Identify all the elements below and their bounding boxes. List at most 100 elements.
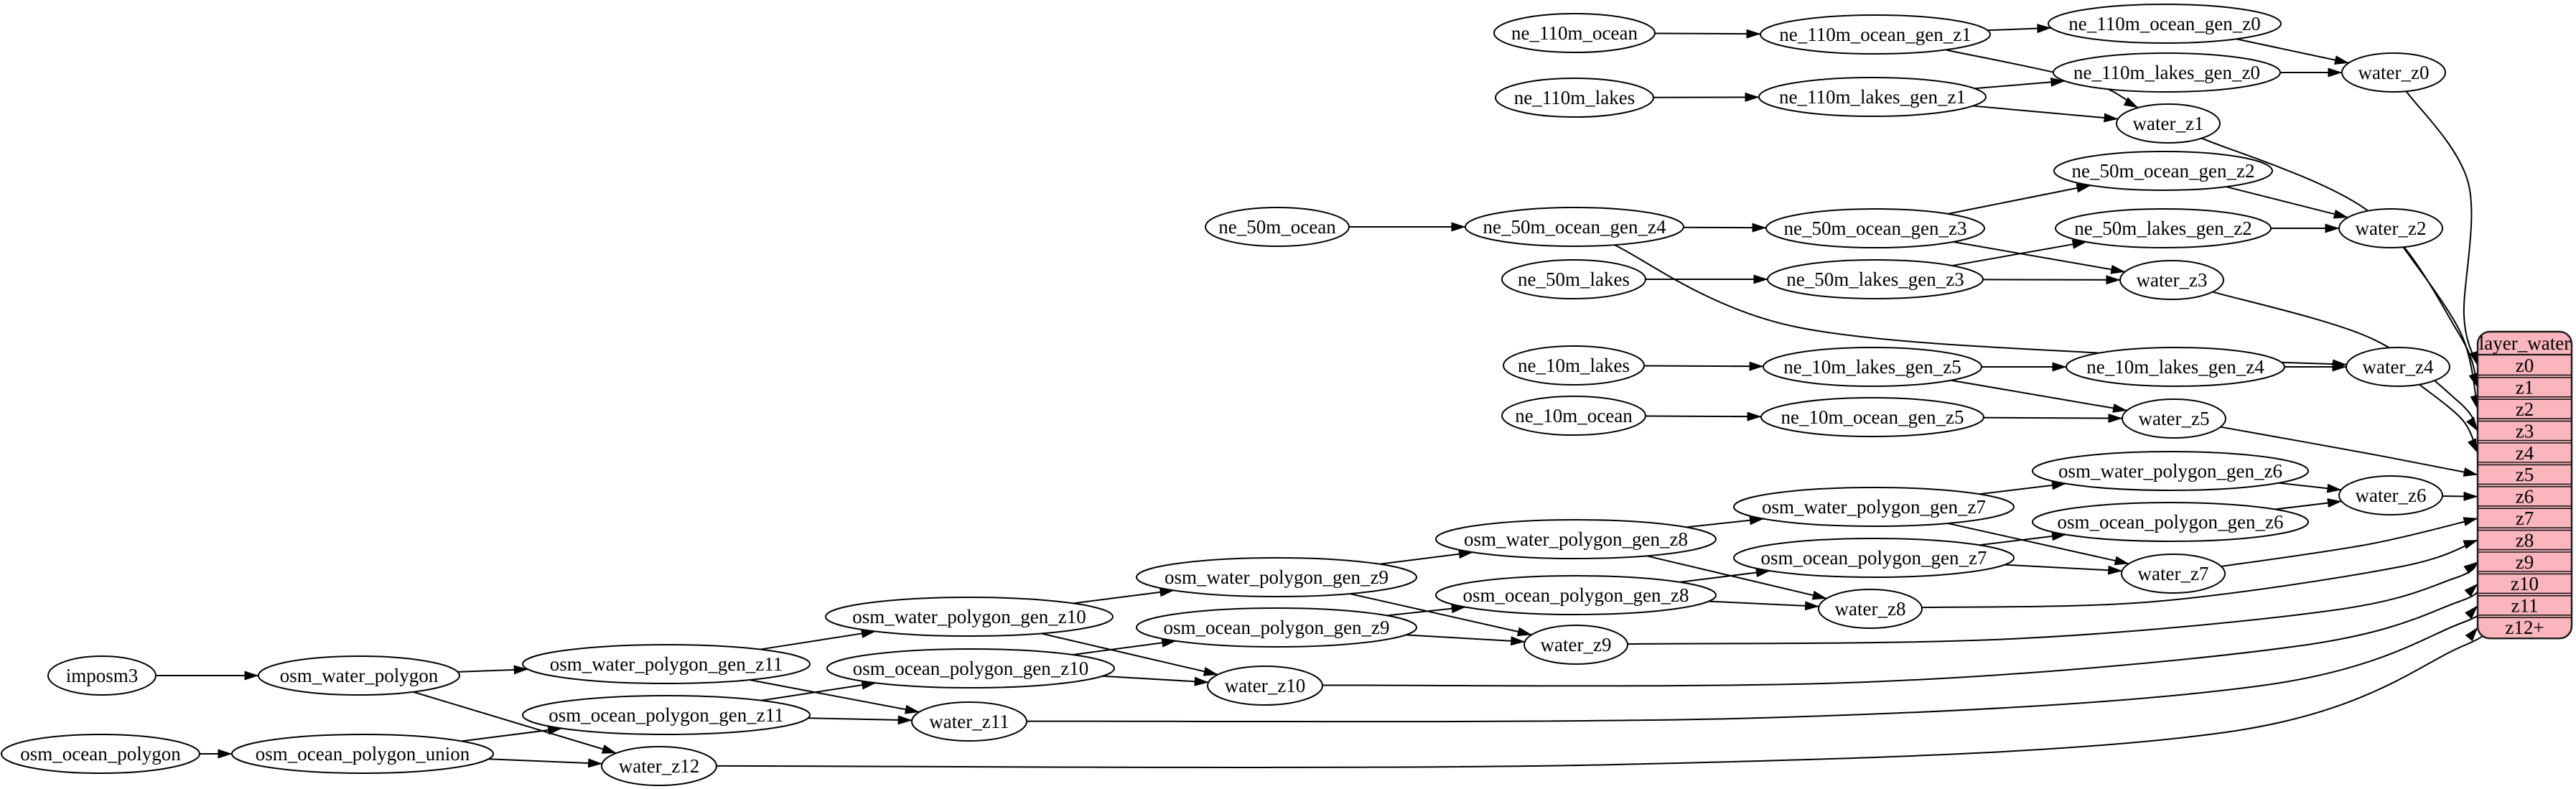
- osm_ocean_polygon_gen_z6-label: osm_ocean_polygon_gen_z6: [2058, 511, 2284, 533]
- osm_ocean_polygon_gen_z6-ellipse: [2032, 502, 2309, 542]
- node-ne_50m_ocean: ne_50m_ocean: [1205, 207, 1350, 247]
- edge-osm_ocean_polygon_gen_z9-to-osm_ocean_polygon_gen_z8: [1386, 604, 1466, 617]
- ne_50m_ocean_gen_z3-ellipse: [1765, 208, 1985, 248]
- node-water_z8: water_z8: [1818, 589, 1923, 629]
- ne_10m_lakes_gen_z4-label: ne_10m_lakes_gen_z4: [2086, 356, 2264, 378]
- osm_ocean_polygon_gen_z10-ellipse: [826, 648, 1115, 688]
- edge-water_z6-to-layer_water-z6: [2442, 491, 2478, 501]
- node-ne_110m_lakes: ne_110m_lakes: [1495, 78, 1654, 118]
- ne_50m_ocean_gen_z4-ellipse: [1465, 207, 1684, 247]
- osm_water_polygon_gen_z7-label: osm_water_polygon_gen_z7: [1762, 496, 1986, 518]
- osm_ocean_polygon_gen_z7-label: osm_ocean_polygon_gen_z7: [1761, 547, 1987, 569]
- node-water_z5: water_z5: [2122, 398, 2226, 439]
- edge-water_z10-to-layer_water-z10: [1322, 583, 2480, 687]
- node-ne_10m_lakes_gen_z5: ne_10m_lakes_gen_z5: [1763, 347, 1982, 387]
- osm_water_polygon-label: osm_water_polygon: [280, 665, 439, 686]
- water_z5-label: water_z5: [2139, 408, 2210, 429]
- ne_110m_ocean_gen_z1-ellipse: [1760, 14, 1991, 55]
- ne_110m_lakes_gen_z1-label: ne_110m_lakes_gen_z1: [1779, 86, 1966, 108]
- edge-ne_50m_ocean_gen_z3-to-ne_50m_ocean_gen_z2: [1947, 183, 2091, 215]
- edge-osm_ocean_polygon_gen_z7-to-osm_ocean_polygon_gen_z6: [1979, 531, 2066, 546]
- osm_water_polygon_gen_z10-label: osm_water_polygon_gen_z10: [852, 606, 1086, 627]
- edge-osm_water_polygon_gen_z10-to-osm_water_polygon_gen_z9: [1073, 587, 1175, 604]
- osm_water_polygon-ellipse: [258, 655, 460, 696]
- water_z1-label: water_z1: [2133, 113, 2204, 134]
- node-osm_water_polygon: osm_water_polygon: [258, 655, 460, 696]
- osm_ocean_polygon_gen_z9-ellipse: [1136, 607, 1417, 648]
- edge-osm_ocean_polygon_gen_z9-to-water_z9: [1406, 634, 1526, 646]
- edge-ne_10m_lakes_gen_z5-to-water_z5: [1951, 379, 2128, 413]
- water_z9-ellipse: [1523, 625, 1628, 665]
- node-osm_ocean_polygon_gen_z6: osm_ocean_polygon_gen_z6: [2032, 502, 2309, 542]
- osm_water_polygon_gen_z8-ellipse: [1435, 519, 1717, 559]
- edge-water_z7-to-layer_water-z7: [2221, 517, 2478, 567]
- node-osm_water_polygon_gen_z7: osm_water_polygon_gen_z7: [1733, 487, 2015, 527]
- node-water_z11: water_z11: [911, 701, 1027, 742]
- node-osm_water_polygon_gen_z9: osm_water_polygon_gen_z9: [1136, 557, 1417, 597]
- edge-osm_water_polygon_gen_z11-to-osm_water_polygon_gen_z10: [760, 629, 876, 650]
- ne_50m_ocean_gen_z2-ellipse: [2053, 151, 2273, 191]
- edge-osm_ocean_polygon_gen_z8-to-water_z8: [1708, 600, 1820, 611]
- ne_110m_ocean_gen_z0-ellipse: [2048, 4, 2282, 44]
- edge-osm_ocean_polygon_gen_z10-to-water_z10: [1102, 675, 1209, 686]
- edge-osm_water_polygon_gen_z7-to-osm_water_polygon_gen_z6: [1979, 480, 2066, 495]
- osm_water_polygon_gen_z6-label: osm_water_polygon_gen_z6: [2058, 460, 2282, 482]
- table-row-z7: z7: [2516, 508, 2534, 529]
- node-osm_ocean_polygon_gen_z7: osm_ocean_polygon_gen_z7: [1733, 538, 2015, 578]
- node-water_z0: water_z0: [2341, 52, 2446, 93]
- node-osm_water_polygon_gen_z11: osm_water_polygon_gen_z11: [522, 644, 811, 684]
- node-water_z1: water_z1: [2116, 103, 2221, 144]
- node-ne_50m_ocean_gen_z3: ne_50m_ocean_gen_z3: [1765, 208, 1985, 248]
- edge-ne_110m_lakes_gen_z1-to-ne_110m_lakes_gen_z0: [1974, 77, 2066, 90]
- edge-osm_ocean_polygon_gen_z6-to-water_z6: [2274, 498, 2342, 510]
- osm_water_polygon_gen_z6-ellipse: [2032, 451, 2309, 491]
- osm_water_polygon_gen_z8-label: osm_water_polygon_gen_z8: [1464, 528, 1688, 550]
- edge-water_z5-to-layer_water-z5: [2220, 426, 2478, 477]
- ne_50m_ocean_gen_z3-label: ne_50m_ocean_gen_z3: [1784, 218, 1967, 239]
- ne_10m_ocean_gen_z5-ellipse: [1760, 397, 1984, 437]
- osm_water_polygon_gen_z10-ellipse: [825, 597, 1114, 637]
- water_z11-ellipse: [911, 701, 1027, 742]
- ne_50m_lakes_gen_z3-label: ne_50m_lakes_gen_z3: [1786, 269, 1964, 290]
- node-ne_50m_lakes_gen_z3: ne_50m_lakes_gen_z3: [1767, 259, 1984, 299]
- ne_10m_lakes_gen_z5-ellipse: [1763, 347, 1982, 387]
- node-ne_10m_ocean_gen_z5: ne_10m_ocean_gen_z5: [1760, 397, 1984, 437]
- edge-ne_110m_lakes_gen_z1-to-water_z1: [1972, 105, 2119, 123]
- node-water_z12: water_z12: [601, 746, 717, 786]
- ne_50m_ocean_gen_z2-label: ne_50m_ocean_gen_z2: [2072, 160, 2255, 182]
- edge-ne_10m_ocean_gen_z5-to-water_z5: [1983, 414, 2123, 424]
- osm_ocean_polygon_gen_z9-label: osm_ocean_polygon_gen_z9: [1164, 617, 1390, 638]
- ne_10m_lakes-ellipse: [1503, 345, 1645, 386]
- ne_110m_ocean_gen_z1-label: ne_110m_ocean_gen_z1: [1779, 24, 1971, 45]
- node-water_z2: water_z2: [2338, 208, 2443, 248]
- ne_110m_lakes-label: ne_110m_lakes: [1514, 87, 1635, 108]
- ne_110m_lakes-ellipse: [1495, 78, 1654, 118]
- edge-osm_water_polygon_gen_z7-to-water_z7: [1947, 522, 2129, 566]
- osm_water_polygon_gen_z11-ellipse: [522, 644, 811, 684]
- edge-osm_water_polygon-to-osm_water_polygon_gen_z11: [457, 665, 528, 675]
- table-row-z11: z11: [2511, 595, 2539, 617]
- edge-water_z8-to-layer_water-z8: [1921, 539, 2478, 609]
- water_z10-label: water_z10: [1225, 675, 1305, 696]
- table-row-z2: z2: [2516, 398, 2534, 420]
- edge-osm_water_polygon_gen_z10-to-water_z10: [1041, 632, 1218, 676]
- node-osm_water_polygon_gen_z8: osm_water_polygon_gen_z8: [1435, 519, 1717, 559]
- water_z6-label: water_z6: [2356, 485, 2427, 506]
- node-imposm3: imposm3: [47, 655, 157, 696]
- node-osm_ocean_polygon_union: osm_ocean_polygon_union: [231, 734, 494, 774]
- water_z8-label: water_z8: [1835, 598, 1906, 620]
- node-ne_50m_lakes_gen_z2: ne_50m_lakes_gen_z2: [2055, 208, 2272, 248]
- edge-ne_110m_ocean_gen_z0-to-water_z0: [2236, 38, 2349, 65]
- water_z12-label: water_z12: [619, 755, 699, 777]
- water_z7-label: water_z7: [2138, 563, 2209, 584]
- node-water_z3: water_z3: [2119, 260, 2224, 300]
- table-row-z9: z9: [2516, 551, 2534, 573]
- edge-osm_ocean_polygon_gen_z7-to-water_z7: [2005, 564, 2123, 575]
- table-row-z8: z8: [2516, 529, 2534, 551]
- edge-ne_50m_ocean_gen_z3-to-water_z3: [1953, 241, 2126, 274]
- ne_50m_ocean-label: ne_50m_ocean: [1218, 216, 1336, 238]
- imposm3-ellipse: [47, 655, 157, 696]
- water_z0-ellipse: [2341, 52, 2446, 93]
- node-osm_ocean_polygon_gen_z8: osm_ocean_polygon_gen_z8: [1435, 575, 1717, 615]
